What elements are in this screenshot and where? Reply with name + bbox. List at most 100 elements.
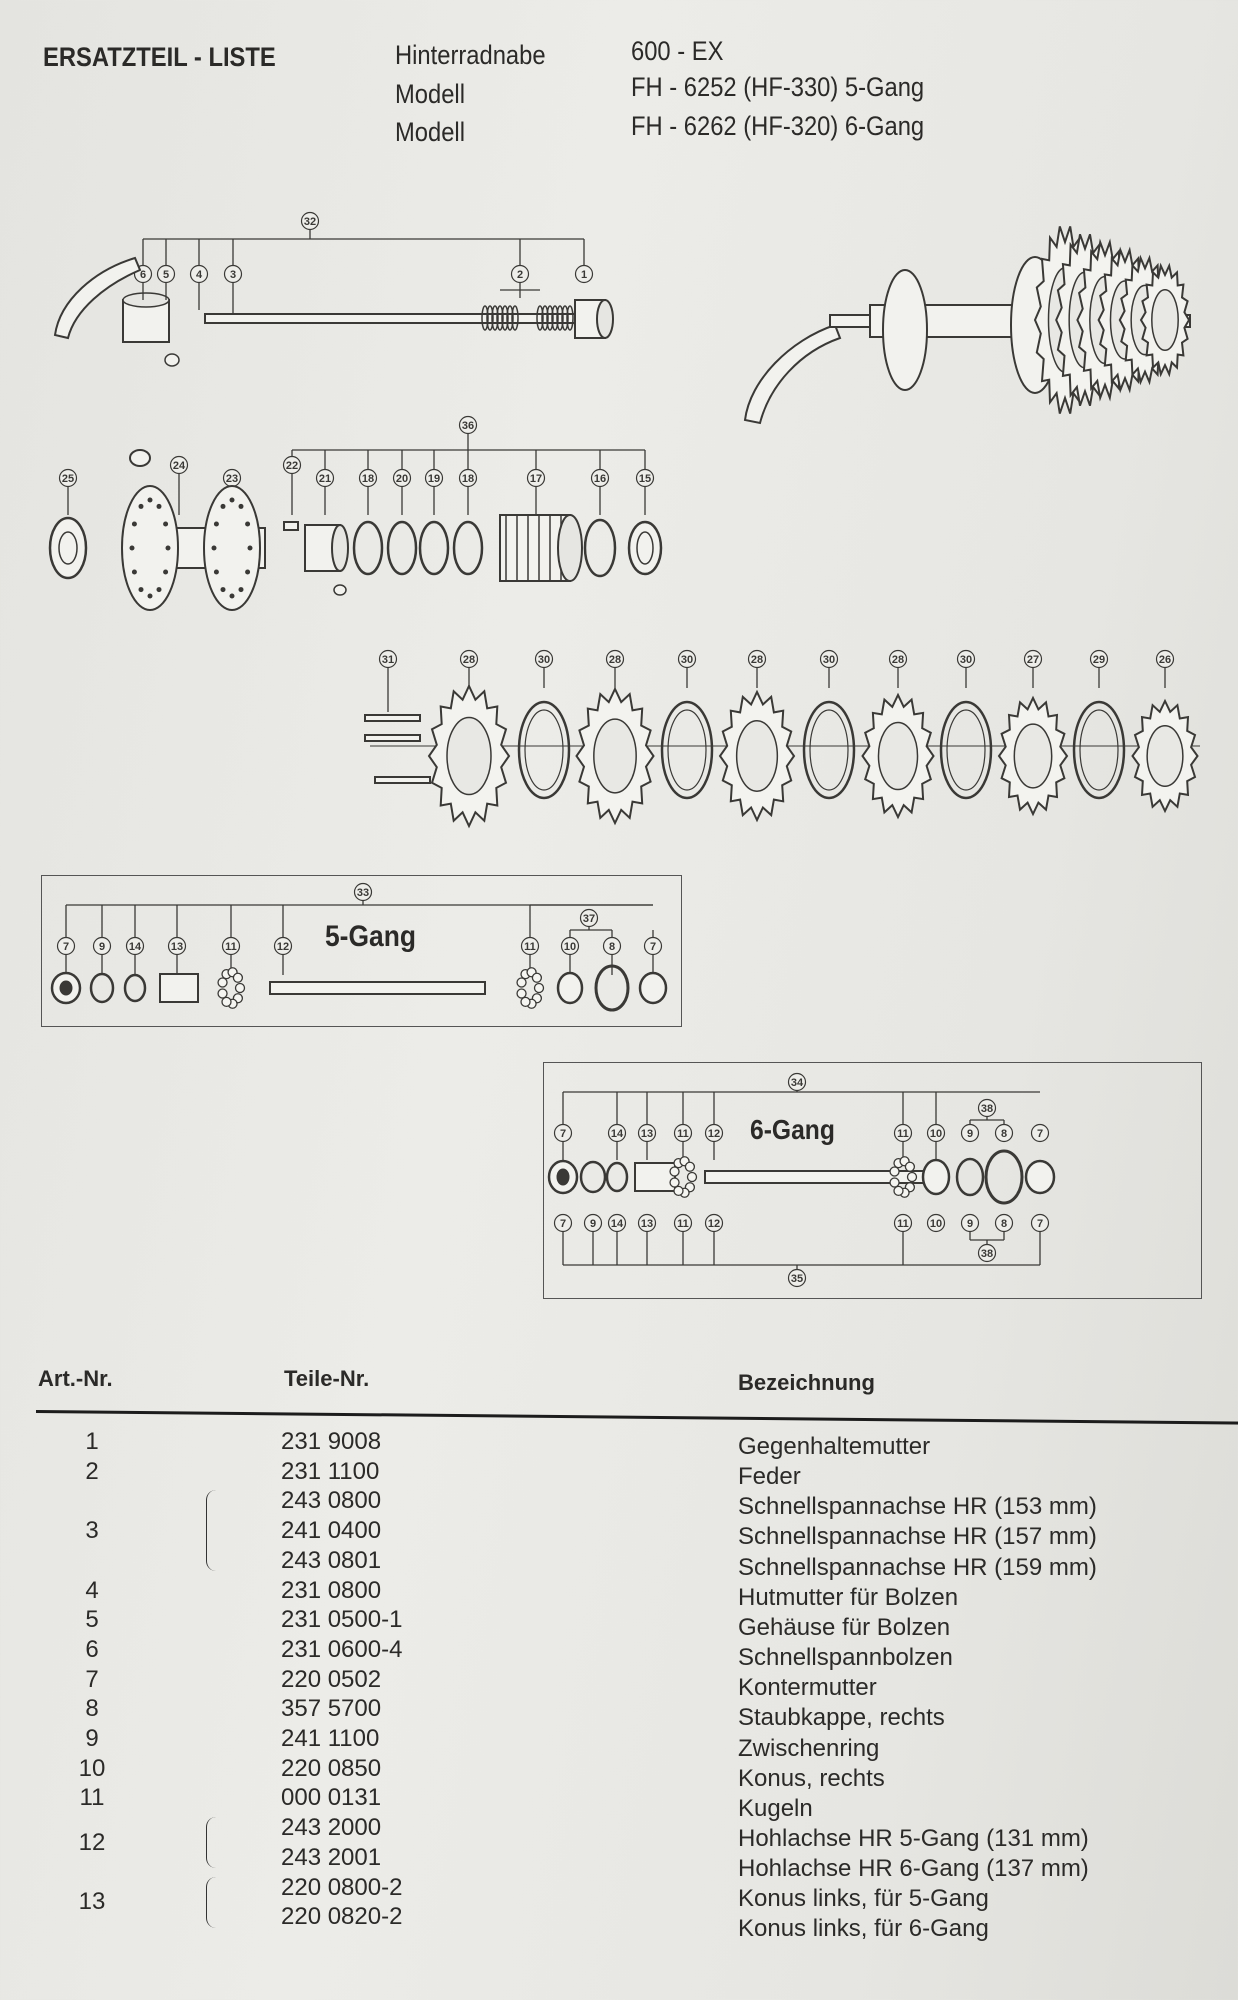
spacer-ring-inner bbox=[667, 709, 707, 791]
lock-part bbox=[129, 449, 151, 467]
part-number: 220 0820-2 bbox=[281, 1903, 403, 1931]
spacer-ring-inner bbox=[946, 709, 986, 791]
callout-circle bbox=[673, 1123, 693, 1143]
six-speed-axle-box bbox=[543, 1062, 1202, 1299]
spacer-ring bbox=[1072, 700, 1126, 800]
freewheel-cone-ring bbox=[627, 520, 663, 576]
pawl bbox=[283, 521, 299, 531]
lock-nut bbox=[1024, 1159, 1056, 1195]
bearing-ball bbox=[520, 996, 531, 1008]
hub-flange-left bbox=[121, 485, 179, 611]
part-number: 000 0131 bbox=[281, 1784, 382, 1812]
callout-number: 30 bbox=[823, 654, 835, 666]
bearing-ball bbox=[531, 972, 543, 983]
callout-circle bbox=[169, 455, 189, 475]
callout-number: 8 bbox=[1001, 1218, 1007, 1230]
spoke-hole bbox=[163, 521, 169, 527]
callout-circle bbox=[673, 1213, 693, 1233]
spring bbox=[536, 305, 544, 331]
spoke-hole bbox=[213, 521, 219, 527]
group-brace bbox=[206, 1490, 217, 1572]
part-description: Kontermutter bbox=[738, 1674, 877, 1702]
part-description: Hohlachse HR 5-Gang (131 mm) bbox=[738, 1824, 1089, 1852]
callout-number: 12 bbox=[708, 1128, 720, 1140]
part-number: 220 0850 bbox=[281, 1754, 382, 1782]
spring bbox=[566, 305, 574, 331]
cap-nut bbox=[164, 353, 180, 367]
callout-circle bbox=[510, 264, 530, 284]
callout-number: 31 bbox=[382, 654, 394, 666]
cone-left bbox=[634, 1162, 676, 1192]
part-number: 231 0600-4 bbox=[281, 1635, 403, 1663]
callout-circle bbox=[378, 649, 398, 669]
part-number: 220 0800-2 bbox=[281, 1873, 403, 1901]
callout-number: 22 bbox=[286, 460, 298, 472]
callout-number: 30 bbox=[538, 654, 550, 666]
sprocket-bolt bbox=[374, 776, 431, 784]
spring bbox=[556, 305, 564, 331]
part-number: 231 1100 bbox=[281, 1457, 380, 1485]
callout-circle bbox=[590, 468, 610, 488]
callout-circle bbox=[960, 1213, 980, 1233]
callout-number: 12 bbox=[708, 1218, 720, 1230]
callout-number: 11 bbox=[524, 941, 536, 953]
part-number: 231 0800 bbox=[281, 1576, 382, 1604]
spring bbox=[486, 305, 494, 331]
bearing-ball bbox=[217, 977, 228, 988]
header-label-hub: Hinterradnabe bbox=[395, 40, 546, 70]
callout-number: 14 bbox=[611, 1128, 624, 1140]
callout-circle bbox=[458, 468, 478, 488]
spoke-hole bbox=[138, 587, 144, 593]
callout-circle bbox=[221, 936, 241, 956]
art-number: 2 bbox=[85, 1457, 99, 1485]
spring bbox=[506, 305, 514, 331]
part-description: Schnellspannachse HR (157 mm) bbox=[738, 1523, 1097, 1551]
bearing-ball bbox=[221, 996, 232, 1008]
column-header-teile-nr: Teile-Nr. bbox=[284, 1366, 370, 1391]
part-description: Konus links, für 6-Gang bbox=[738, 1915, 989, 1943]
spoke-hole bbox=[247, 545, 253, 551]
spring bbox=[551, 305, 559, 331]
freewheel-body-end bbox=[557, 514, 583, 582]
callout-circle bbox=[125, 936, 145, 956]
callout-number: 14 bbox=[611, 1218, 624, 1230]
spoke-hole bbox=[229, 497, 235, 503]
callout-circle bbox=[787, 1268, 807, 1288]
callout-circle bbox=[977, 1098, 997, 1118]
header-value-model-5: FH - 6252 (HF-330) 5-Gang bbox=[631, 72, 925, 102]
part-number: 220 0502 bbox=[281, 1665, 382, 1693]
part-description: Feder bbox=[738, 1463, 801, 1491]
callout-number: 7 bbox=[1037, 1128, 1043, 1140]
callout-number: 28 bbox=[751, 654, 763, 666]
bearing-ball bbox=[217, 988, 228, 999]
callout-number: 7 bbox=[560, 1128, 566, 1140]
callout-number: 24 bbox=[173, 460, 186, 472]
part-number: 241 0400 bbox=[281, 1517, 382, 1545]
spacer-washer bbox=[579, 1160, 607, 1194]
header-label-model-6: Modell bbox=[395, 117, 466, 147]
art-number: 3 bbox=[85, 1517, 99, 1545]
callout-number: 8 bbox=[609, 941, 615, 953]
part-description: Gegenhaltemutter bbox=[738, 1433, 931, 1460]
bearing-ring bbox=[583, 518, 617, 578]
callout-circle bbox=[156, 264, 176, 284]
art-number: 6 bbox=[85, 1635, 99, 1663]
callout-number: 36 bbox=[462, 420, 474, 432]
bearing-ball bbox=[889, 1177, 900, 1188]
callout-number: 29 bbox=[1093, 654, 1105, 666]
six-speed-label: 6-Gang bbox=[750, 1114, 835, 1145]
callout-circle bbox=[223, 264, 243, 284]
spring bbox=[511, 305, 519, 331]
part-description: Zwischenring bbox=[738, 1734, 880, 1762]
callout-circle bbox=[704, 1213, 724, 1233]
spoke-hole bbox=[220, 503, 226, 509]
bearing-ball bbox=[516, 977, 527, 988]
spoke-hole bbox=[245, 569, 251, 575]
spoke-hole bbox=[156, 587, 162, 593]
sprocket-bore bbox=[593, 718, 637, 794]
freewheel-cone-inner bbox=[636, 531, 654, 565]
spoke-hole bbox=[211, 545, 217, 551]
callout-circle bbox=[1089, 649, 1109, 669]
callout-number: 35 bbox=[791, 1273, 803, 1285]
